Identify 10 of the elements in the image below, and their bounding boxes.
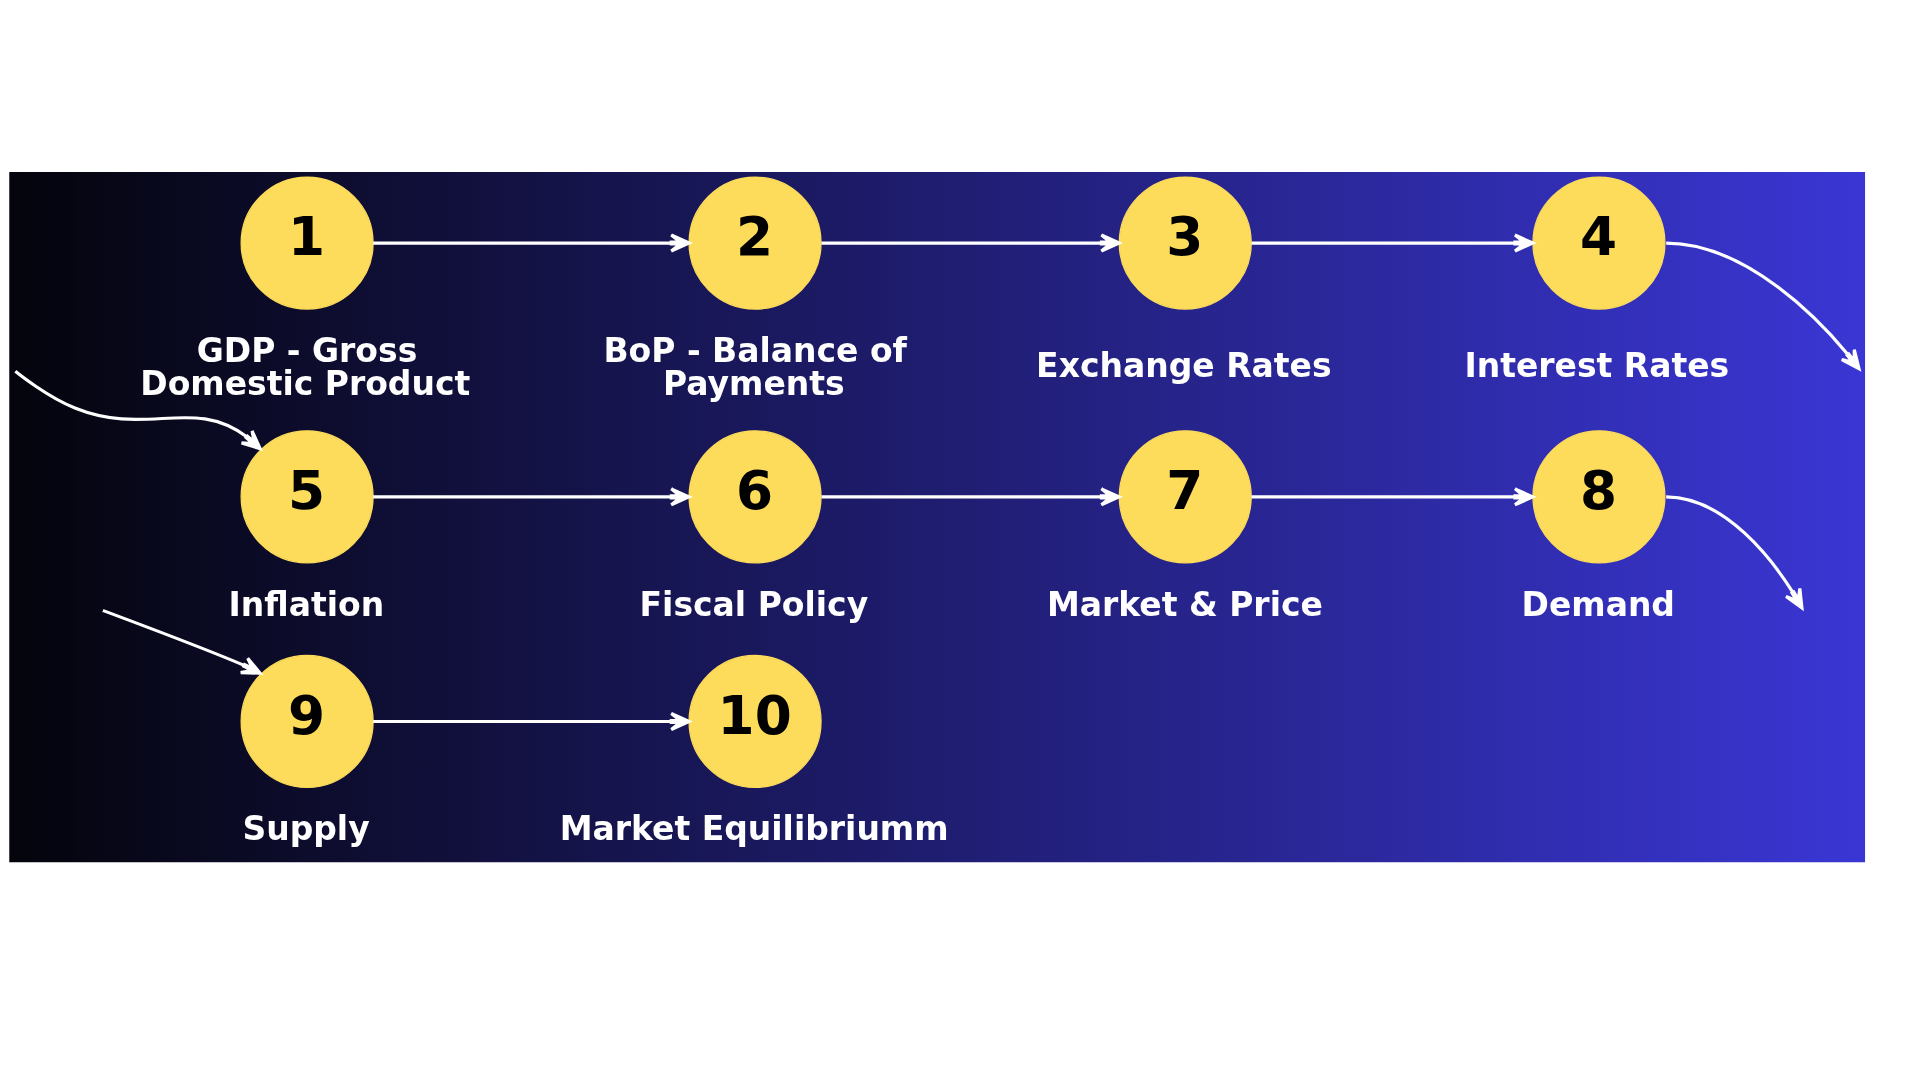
node-label: Inflation [228,584,385,624]
node-label: GDP - Gross Domestic Product [140,331,471,404]
node-label: BoP - Balance of Payments [603,331,907,404]
node-label: Fiscal Policy [639,584,869,624]
node-label: Market & Price [1046,584,1323,624]
node-label: Interest Rates [1464,345,1730,385]
node-label: Market Equilibriumm [559,809,949,849]
node-label: Exchange Rates [1036,345,1332,385]
node-label: Supply [242,809,370,849]
node-label: Demand [1521,584,1675,624]
